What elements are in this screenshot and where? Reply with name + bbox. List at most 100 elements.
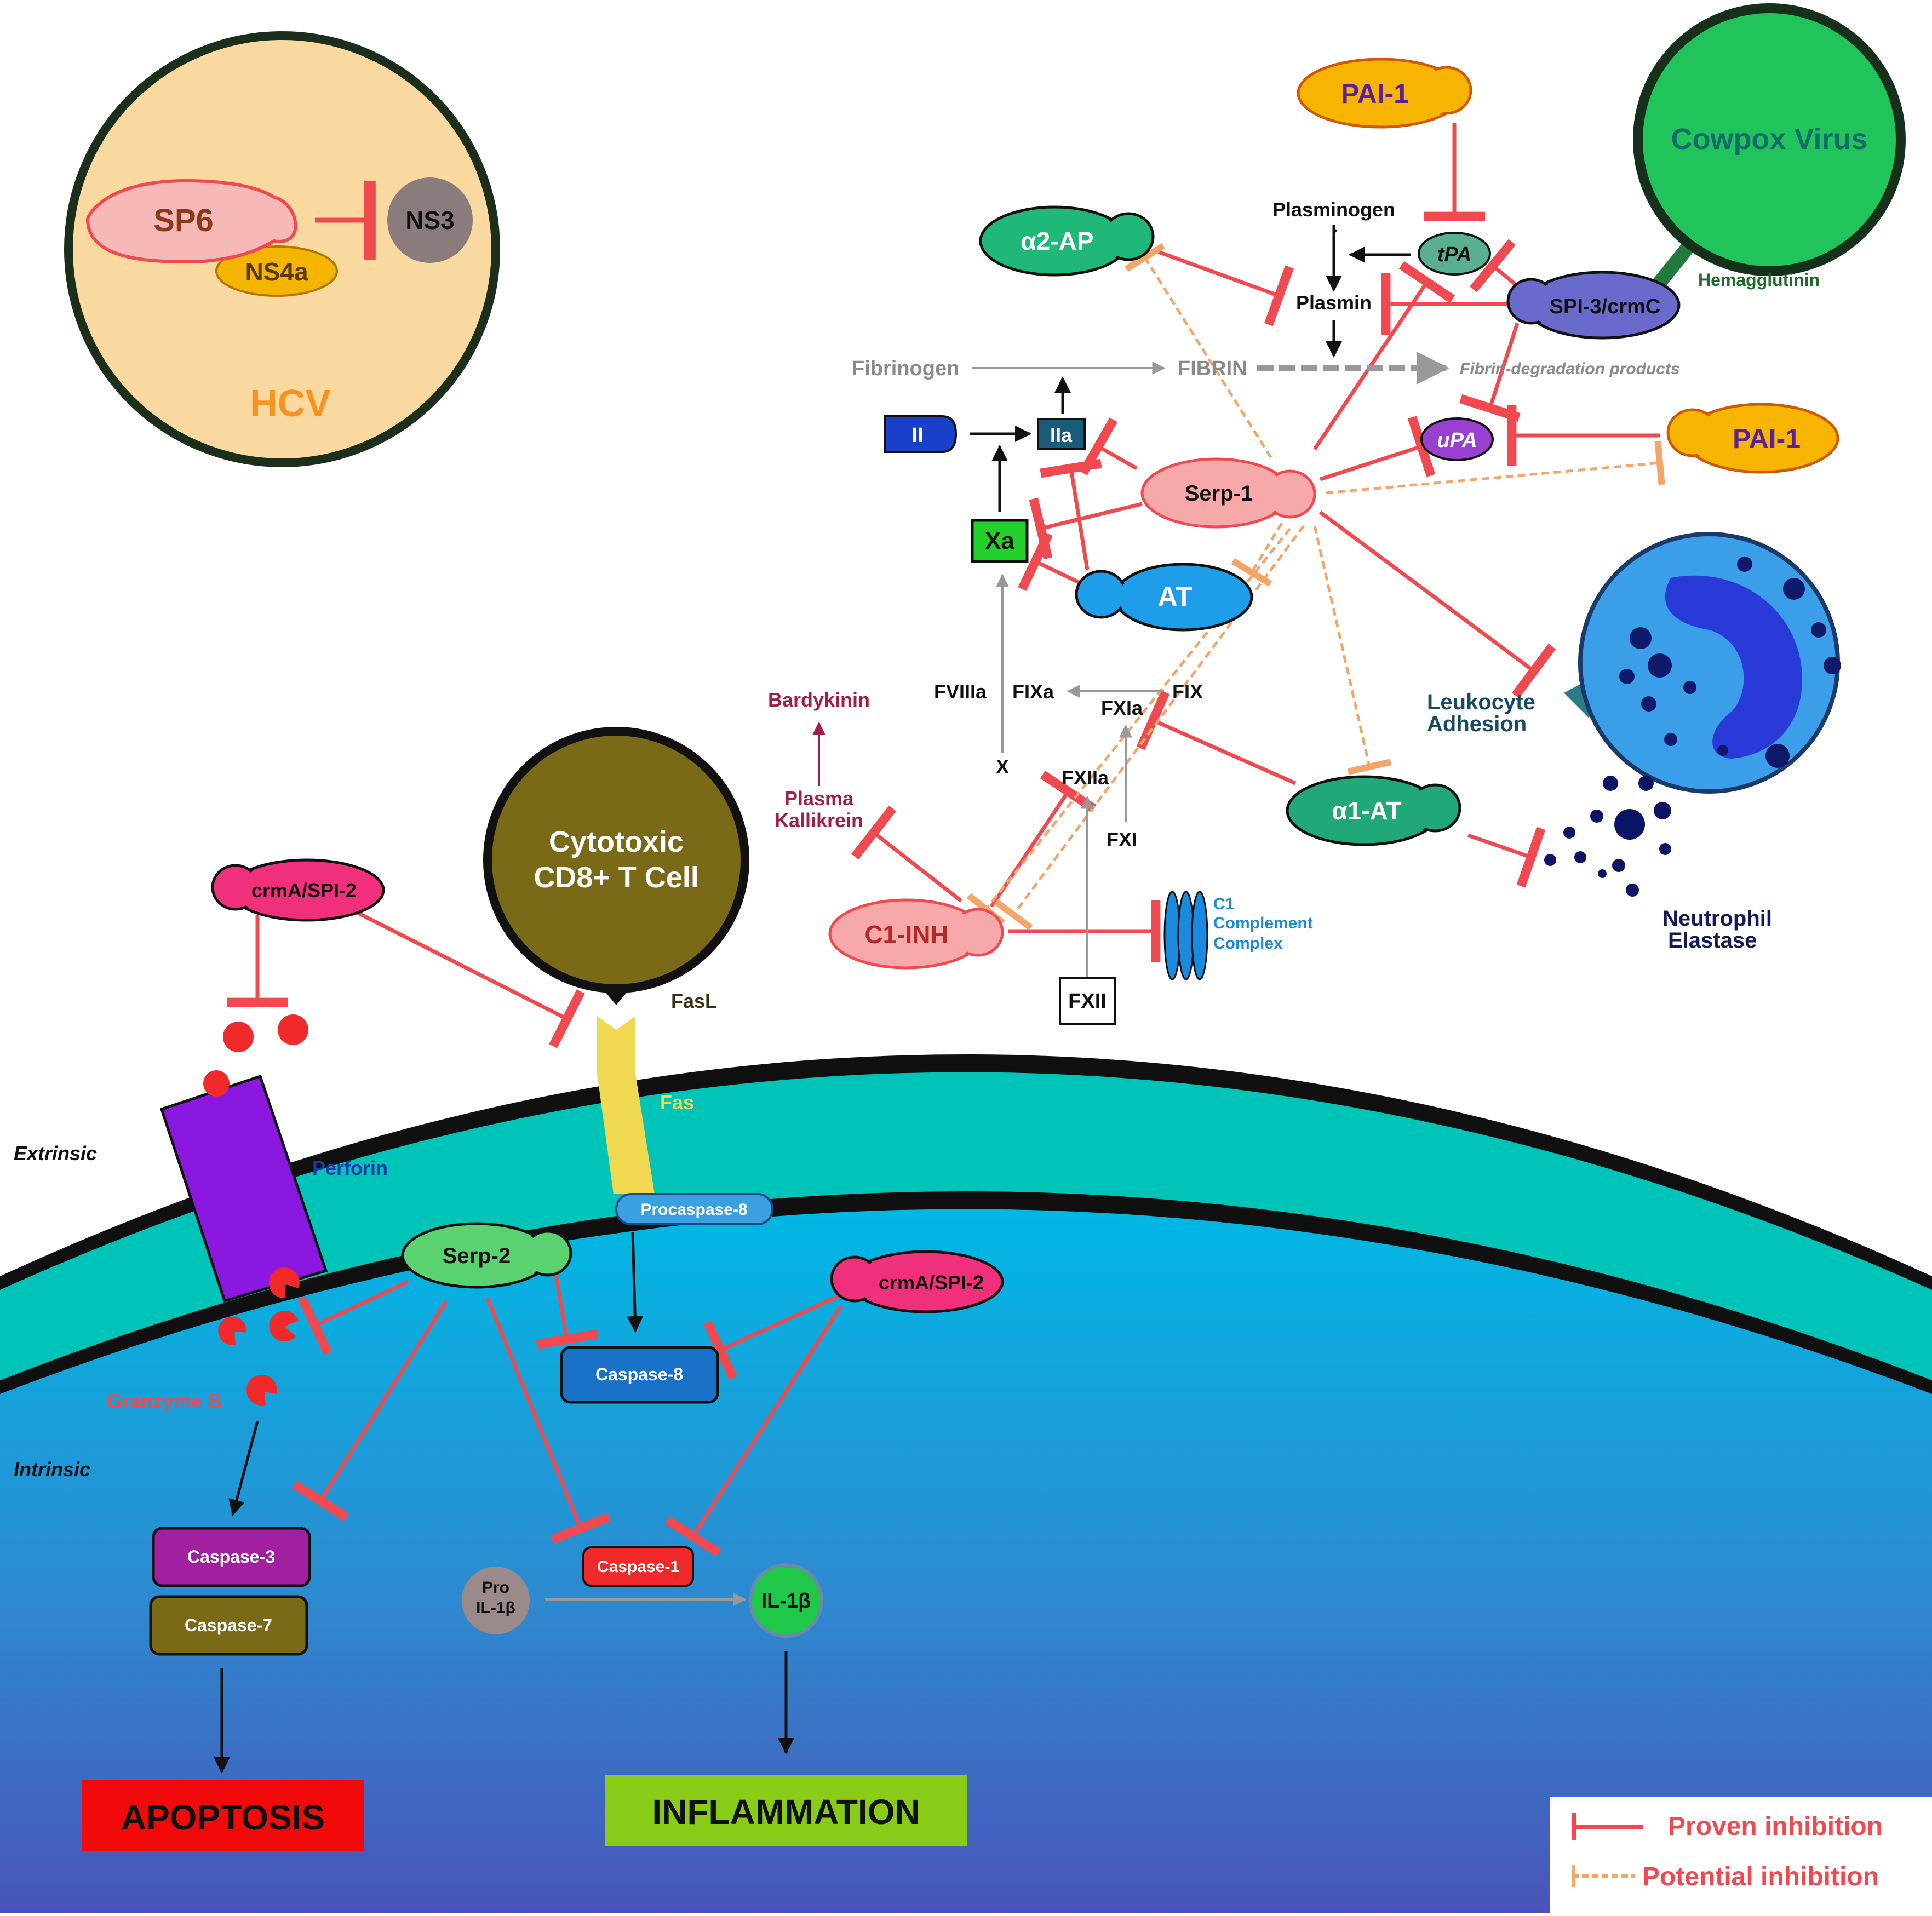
svg-text:FXI: FXI	[1107, 828, 1137, 851]
caspase-7: Caspase-7	[149, 1595, 308, 1656]
svg-text:Pro: Pro	[482, 1579, 509, 1597]
svg-text:Caspase-8: Caspase-8	[595, 1364, 683, 1384]
factor-iia: IIa	[1037, 418, 1086, 450]
svg-text:FXII: FXII	[1068, 990, 1107, 1013]
svg-text:FIXa: FIXa	[1012, 680, 1054, 703]
svg-text:Fibrinogen: Fibrinogen	[852, 357, 959, 380]
svg-text:crmA/SPI-2: crmA/SPI-2	[251, 879, 357, 902]
legend: Proven inhibition Potential inhibition	[1550, 1797, 1932, 1913]
svg-text:INFLAMMATION: INFLAMMATION	[652, 1792, 920, 1832]
serpin-c1inh: C1-INH	[828, 898, 1004, 970]
neutrophil	[1564, 532, 1841, 794]
svg-text:X: X	[996, 755, 1009, 778]
fas-receptor: Fas	[597, 1016, 694, 1194]
svg-text:Caspase-1: Caspase-1	[597, 1558, 679, 1576]
svg-text:C1-INH: C1-INH	[864, 920, 948, 949]
svg-text:FXIa: FXIa	[1101, 697, 1143, 719]
serpin-at: AT	[1075, 563, 1253, 632]
svg-text:NS4a: NS4a	[245, 257, 308, 286]
svg-text:II: II	[911, 424, 923, 447]
svg-text:Proven inhibition: Proven inhibition	[1668, 1812, 1883, 1841]
cowpox-virus: Cowpox Virus Hemagglutinin	[1633, 3, 1906, 301]
svg-text:Cowpox Virus: Cowpox Virus	[1671, 123, 1867, 156]
coagulation-labels: Plasminogen Plasmin Fibrinogen FIBRIN Fi…	[768, 198, 1772, 953]
svg-text:IIa: IIa	[1050, 424, 1073, 446]
svg-text:FXIIa: FXIIa	[1062, 766, 1109, 789]
svg-text:Potential inhibition: Potential inhibition	[1642, 1862, 1879, 1891]
svg-text:uPA: uPA	[1437, 429, 1477, 452]
svg-text:Caspase-7: Caspase-7	[185, 1615, 272, 1635]
serpin-a2ap: α2-AP	[979, 205, 1155, 277]
apoptosis-box: APOPTOSIS	[82, 1780, 364, 1851]
cytoplasm	[0, 1209, 1932, 1913]
svg-text:Elastase: Elastase	[1668, 928, 1757, 953]
cytotoxic-t-cell: Cytotoxic CD8+ T Cell FasL	[483, 727, 749, 1012]
svg-text:FVIIIa: FVIIIa	[934, 680, 987, 703]
svg-text:AT: AT	[1158, 581, 1193, 612]
factor-xii: FXII	[1059, 977, 1116, 1025]
svg-text:FasL: FasL	[671, 990, 717, 1012]
potential-inhibitions	[966, 243, 1665, 931]
svg-text:Adhesion: Adhesion	[1427, 712, 1527, 736]
svg-text:α2-AP: α2-AP	[1021, 227, 1093, 255]
factor-xa: Xa	[971, 519, 1029, 563]
svg-text:Caspase-3: Caspase-3	[187, 1547, 275, 1567]
svg-text:Granzyme B: Granzyme B	[107, 1390, 222, 1412]
serpin-a1at: α1-AT	[1286, 775, 1461, 846]
svg-text:NS3: NS3	[405, 206, 454, 234]
svg-text:crmA/SPI-2: crmA/SPI-2	[879, 1271, 984, 1294]
caspase-8: Caspase-8	[560, 1346, 719, 1404]
serpin-serp2: Serp-2	[401, 1222, 572, 1289]
svg-text:Kallikrein: Kallikrein	[775, 809, 863, 831]
svg-text:Intrinsic: Intrinsic	[14, 1458, 90, 1481]
ns4a	[215, 245, 338, 297]
activation-arrows	[214, 225, 1411, 1774]
svg-text:Hemagglutinin: Hemagglutinin	[1698, 270, 1820, 290]
sp6	[85, 179, 297, 264]
svg-text:Extrinsic: Extrinsic	[14, 1142, 97, 1164]
svg-text:Complex: Complex	[1213, 934, 1283, 953]
serpin-serp1: Serp-1	[1140, 457, 1316, 529]
svg-text:tPA: tPA	[1437, 243, 1472, 266]
svg-text:Xa: Xa	[985, 527, 1014, 554]
svg-text:FIBRIN: FIBRIN	[1178, 357, 1247, 380]
serpin-pai1-top: PAI-1	[1297, 58, 1472, 129]
svg-text:Serp-2: Serp-2	[443, 1244, 511, 1268]
svg-text:Perforin: Perforin	[312, 1157, 388, 1179]
serpin-crma-right: crmA/SPI-2	[830, 1250, 1004, 1313]
svg-text:SP6: SP6	[153, 203, 214, 238]
caspase-3: Caspase-3	[152, 1527, 311, 1587]
svg-text:Leukocyte: Leukocyte	[1427, 690, 1535, 714]
svg-text:PAI-1: PAI-1	[1733, 423, 1801, 454]
svg-text:APOPTOSIS: APOPTOSIS	[121, 1798, 325, 1837]
svg-text:IL-1β: IL-1β	[476, 1599, 515, 1617]
svg-text:Plasminogen: Plasminogen	[1272, 198, 1395, 221]
elastase-granules	[1544, 776, 1671, 897]
il-1b: IL-1β	[749, 1563, 823, 1638]
svg-text:CD8+ T Cell: CD8+ T Cell	[534, 861, 699, 894]
svg-text:Bardykinin: Bardykinin	[768, 689, 870, 711]
proven-inhibitions	[227, 123, 1660, 1557]
svg-text:Plasma: Plasma	[784, 787, 854, 810]
svg-text:Cytotoxic: Cytotoxic	[549, 825, 684, 858]
ns3	[387, 177, 473, 263]
serpin-spi3: SPI-3/crmC	[1506, 271, 1681, 340]
factor-ii: II	[884, 415, 958, 453]
svg-text:Complement: Complement	[1213, 914, 1313, 932]
serpin-pai1-right: PAI-1	[1666, 403, 1839, 474]
svg-text:IL-1β: IL-1β	[761, 1590, 811, 1613]
procaspase-8: Procaspase-8	[615, 1193, 773, 1225]
svg-text:Fibrin-degradation products: Fibrin-degradation products	[1460, 360, 1680, 378]
svg-text:Neutrophil: Neutrophil	[1662, 907, 1772, 931]
inflammation-box: INFLAMMATION	[605, 1775, 967, 1846]
tpa: tPA	[1418, 232, 1491, 276]
svg-text:C1: C1	[1213, 895, 1234, 913]
upa: uPA	[1420, 417, 1494, 461]
complement-complex	[1163, 891, 1208, 980]
svg-text:SPI-3/crmC: SPI-3/crmC	[1550, 295, 1661, 318]
pro-il-1b: Pro IL-1β	[462, 1567, 530, 1634]
granzyme-dots	[203, 1014, 308, 1406]
svg-text:α1-AT: α1-AT	[1332, 796, 1401, 825]
caspase-1: Caspase-1	[582, 1546, 694, 1587]
